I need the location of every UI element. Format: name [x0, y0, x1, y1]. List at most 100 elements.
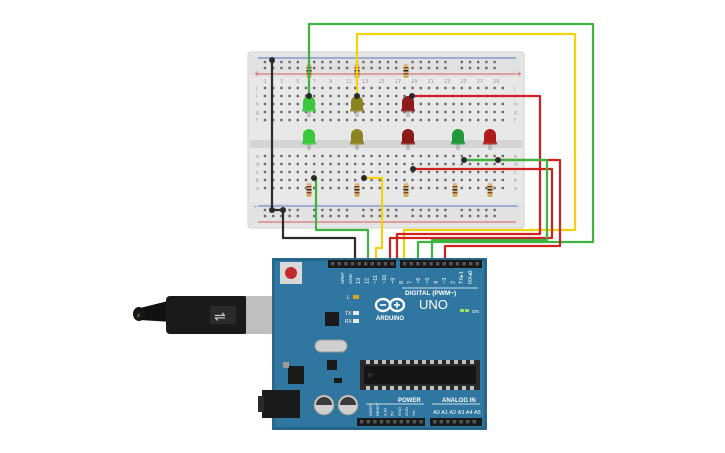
row-letter: e [256, 154, 259, 160]
header-power [357, 418, 425, 426]
tx-label: TX [345, 311, 352, 317]
row-letter: h [256, 102, 259, 108]
svg-text:⚡: ⚡ [136, 312, 141, 320]
wire-endpoints [269, 57, 501, 213]
digital-pin-label: TX▸1 [459, 271, 465, 284]
usb-icon: ⇌ [214, 309, 226, 325]
analog-pin-label: A4 [466, 410, 473, 416]
col-number: 3 [280, 79, 283, 85]
wire-green-long [307, 22, 595, 260]
l-label: L [347, 295, 350, 301]
red-led-3[interactable] [483, 129, 497, 150]
header-digital-left [328, 260, 396, 268]
digital-pin-label: ~6 [416, 278, 422, 284]
digital-pin-label: ~11 [373, 275, 379, 284]
row-letter: a [514, 186, 517, 192]
row-letter: b [514, 178, 517, 184]
analog-pin-label: A1 [441, 410, 448, 416]
digital-pin-label: 8 [399, 281, 405, 284]
yellow-led-1[interactable] [350, 96, 364, 117]
col-number: 17 [395, 79, 401, 85]
green-led-2[interactable] [302, 129, 316, 150]
power-pin-label: GND [397, 407, 402, 416]
green-led-1[interactable] [302, 96, 316, 117]
digital-pin-label: 4 [433, 281, 439, 284]
resistor [354, 183, 360, 197]
rail-minus-label: - [254, 203, 257, 211]
on-led [460, 309, 464, 312]
leds[interactable] [302, 96, 497, 150]
col-number: 9 [329, 79, 332, 85]
yellow-led-2[interactable] [350, 129, 364, 150]
row-letter: d [514, 162, 517, 168]
power-pin-label: 5V [390, 411, 395, 416]
green-led-3[interactable] [451, 129, 465, 150]
analog-label: ANALOG IN [442, 398, 476, 404]
col-number: 1 [264, 79, 267, 85]
digital-pin-label: ~5 [425, 278, 431, 284]
rx-label: RX [345, 319, 353, 325]
power-jack [262, 390, 300, 418]
col-number: 23 [444, 79, 450, 85]
rx-led [353, 319, 359, 323]
digital-pin-label: 13 [356, 278, 362, 284]
row-letter: g [514, 110, 517, 116]
power-label: POWER [398, 398, 421, 404]
wires[interactable] [270, 22, 595, 260]
red-led-1[interactable] [401, 96, 415, 117]
col-number: 5 [296, 79, 299, 85]
col-number: 15 [378, 79, 384, 85]
digital-pin-label: ~9 [390, 278, 396, 284]
col-number: 11 [346, 79, 352, 85]
breadboard-holes [263, 60, 504, 218]
analog-pin-label: A2 [449, 410, 456, 416]
analog-pin-label: A0 [433, 410, 440, 416]
resistor [306, 183, 312, 197]
atmega-chip [360, 360, 480, 390]
row-letter: c [514, 170, 517, 176]
col-number: 7 [313, 79, 316, 85]
wire-yellow-low [364, 176, 384, 260]
row-letter: f [256, 118, 258, 124]
uno-label: UNO [419, 297, 448, 312]
row-letter: f [514, 118, 516, 124]
resistor [452, 183, 458, 197]
col-number: 29 [493, 79, 499, 85]
row-letter: b [256, 178, 259, 184]
rail-minus-label-right: - [516, 203, 519, 211]
digital-pin-label: 12 [365, 278, 371, 284]
red-led-2[interactable] [401, 129, 415, 150]
resistors-bottom[interactable] [306, 183, 493, 197]
row-letter: e [514, 154, 517, 160]
row-letter: d [256, 162, 259, 168]
resistor [487, 183, 493, 197]
power-pin-label: Vin [411, 410, 416, 416]
resistor [403, 64, 409, 78]
arduino-wordmark: ARDUINO [376, 316, 404, 322]
power-pin-label: 3.3V [382, 407, 387, 416]
row-letter: j [513, 86, 515, 92]
header-digital-right [400, 260, 482, 268]
power-pin-label: GND [404, 407, 409, 416]
col-number: 19 [411, 79, 417, 85]
col-number: 21 [428, 79, 434, 85]
col-number: 27 [477, 79, 483, 85]
row-letter: a [256, 186, 259, 192]
power-pin-label: RESET [375, 402, 380, 416]
row-letter: h [514, 102, 517, 108]
digital-pin-label: RX◂0 [468, 271, 474, 284]
power-pin-label: IOREF [368, 403, 373, 416]
resistor [403, 183, 409, 197]
analog-pin-label: A3 [458, 410, 465, 416]
rail-plus-label: + [254, 70, 260, 78]
voltage-regulator [288, 366, 304, 384]
tx-led [353, 311, 359, 315]
crystal [314, 339, 348, 353]
